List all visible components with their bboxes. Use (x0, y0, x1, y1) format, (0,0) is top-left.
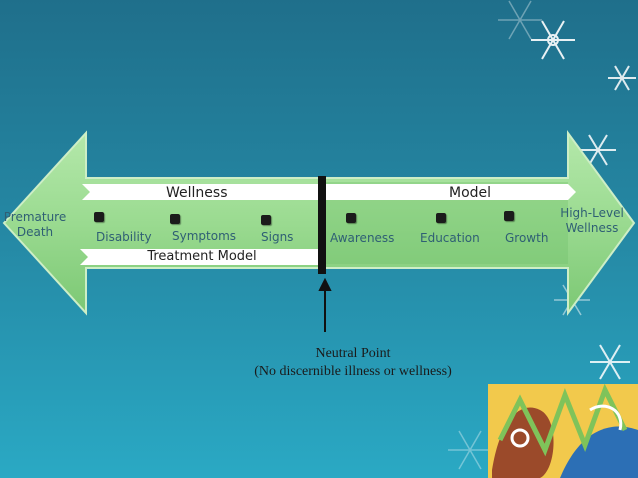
end-label-left-line2: Death (16, 225, 54, 239)
wellness-half-shading (326, 182, 568, 264)
end-label-left-line1: Premature (3, 210, 67, 224)
stage-marker (436, 213, 446, 223)
stage-label-growth: Growth (505, 231, 549, 245)
snowflake-icon (580, 134, 616, 166)
stage-marker (170, 214, 180, 224)
stage-label-signs: Signs (261, 230, 294, 244)
neutral-point-divider (318, 176, 326, 274)
banner-label-right: Model (449, 185, 492, 201)
end-label-left: Premature Death (2, 210, 68, 240)
wellness-model-banner (82, 184, 576, 200)
stage-marker (94, 212, 104, 222)
stage-marker (346, 213, 356, 223)
neutral-point-arrow (318, 277, 332, 332)
treatment-model-banner (80, 249, 326, 265)
decorative-logo (488, 383, 638, 478)
end-label-right-line2: Wellness (565, 221, 619, 235)
stage-marker (504, 211, 514, 221)
end-label-right: High-Level Wellness (552, 206, 632, 236)
stage-label-education: Education (420, 231, 480, 245)
stage-label-disability: Disability (96, 230, 152, 244)
stage-label-symptoms: Symptoms (172, 229, 237, 243)
snowflake-icon (590, 344, 630, 380)
banner-label-left: Wellness (166, 185, 228, 201)
treatment-model-label: Treatment Model (147, 249, 257, 264)
snowflake-icon (448, 430, 492, 470)
stage-marker (261, 215, 271, 225)
snowflake-icon (531, 20, 575, 60)
snowflake-icon (608, 65, 636, 91)
neutral-point-caption: Neutral Point (No discernible illness or… (222, 345, 484, 381)
stage-label-awareness: Awareness (330, 231, 395, 245)
neutral-point-title: Neutral Point (315, 346, 391, 361)
snowflake-icon (498, 0, 542, 40)
end-label-right-line1: High-Level (560, 206, 624, 220)
neutral-point-subtitle: (No discernible illness or wellness) (254, 364, 452, 379)
